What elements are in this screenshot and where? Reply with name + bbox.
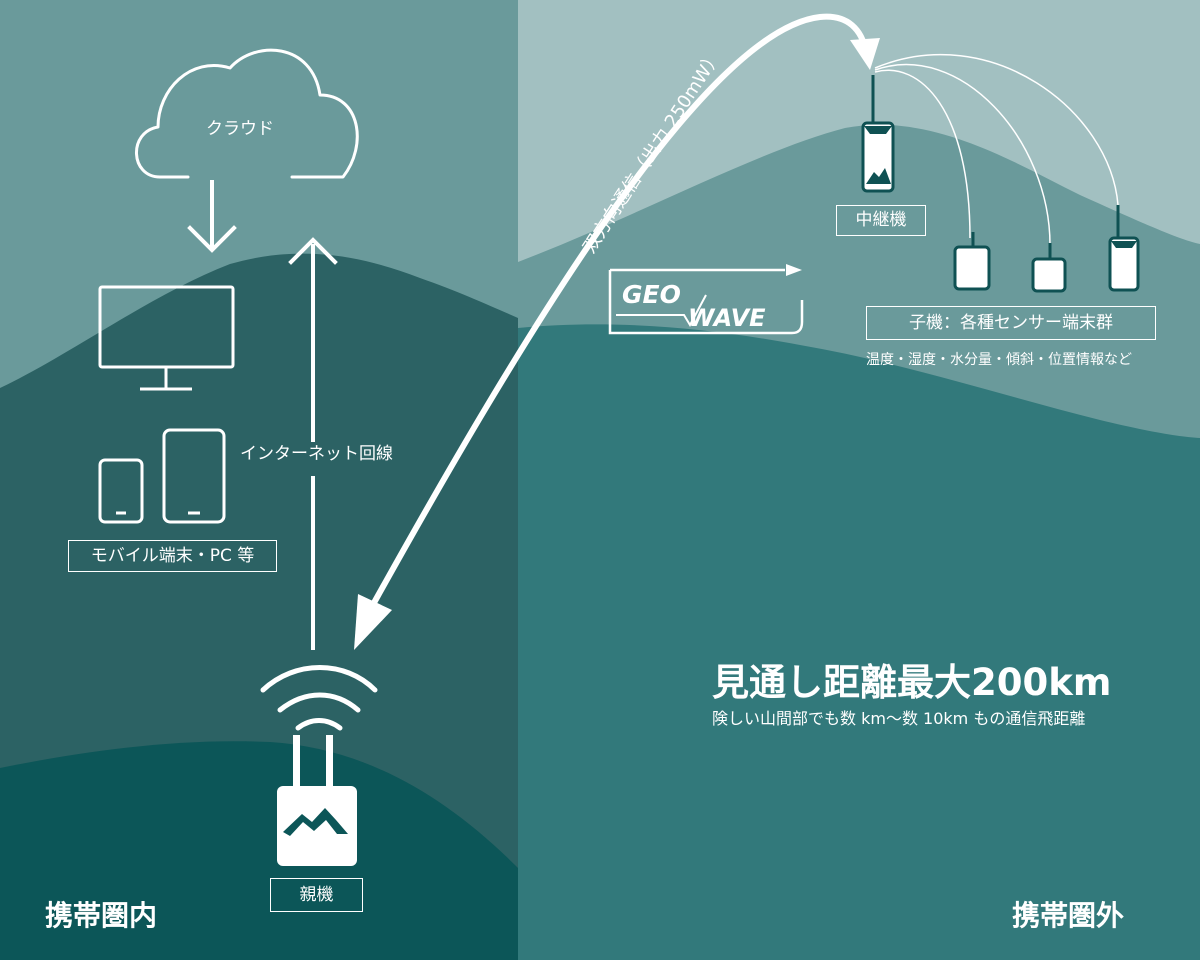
valley-right — [518, 324, 1200, 960]
internet-line-label: インターネット回線 — [240, 444, 393, 464]
arrow-up-icon — [288, 237, 338, 650]
logo-geo: GEO — [622, 280, 681, 309]
relay-links — [874, 53, 1119, 246]
wifi-icon — [260, 665, 378, 731]
monitor-icon — [98, 285, 235, 391]
relay-unit-label: 中継機 — [836, 205, 926, 236]
parent-unit-label: 親機 — [270, 878, 363, 912]
logo-wave: WAVE — [688, 304, 766, 332]
relay-unit-icon — [861, 75, 895, 193]
parent-unit-icon — [277, 735, 357, 866]
sensor-types-label: 温度・湿度・水分量・傾斜・位置情報など — [866, 352, 1132, 368]
geowave-logo: GEO WAVE — [608, 264, 804, 335]
cloud-icon — [135, 48, 359, 179]
range-title: 見通し距離最大200km — [712, 661, 1112, 704]
range-subtitle: 険しい山間部でも数 km～数 10km もの通信飛距離 — [712, 709, 1086, 728]
cloud-label: クラウド — [206, 119, 274, 139]
tablet-icon — [162, 428, 226, 524]
foreground-hill — [0, 741, 518, 960]
smartphone-icon — [98, 458, 144, 524]
zone-in-coverage-label: 携帯圏内 — [45, 899, 158, 932]
bidirectional-arrow-icon — [354, 13, 880, 650]
zone-out-of-coverage-label: 携帯圏外 — [1012, 899, 1125, 932]
child-units-label: 子機：各種センサー端末群 — [866, 306, 1156, 340]
mobile-devices-label: モバイル端末・PC 等 — [68, 540, 277, 572]
arrow-down-icon — [187, 180, 237, 253]
sensor-c-icon — [1108, 205, 1140, 292]
sensor-b-icon — [1031, 243, 1067, 293]
sensor-a-icon — [953, 232, 991, 291]
